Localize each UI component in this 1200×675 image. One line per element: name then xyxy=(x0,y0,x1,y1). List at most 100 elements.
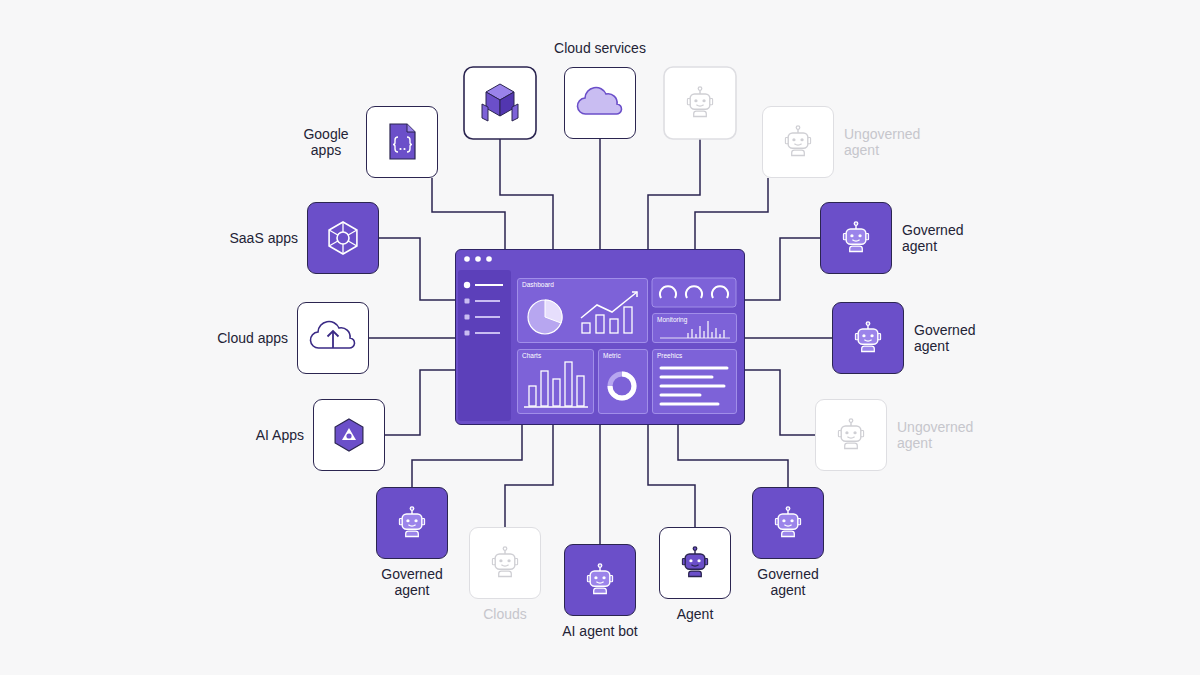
app-icons xyxy=(482,104,488,121)
node-label: Google apps xyxy=(295,126,357,158)
connector-line xyxy=(369,337,455,339)
panel-label: Dashboard xyxy=(522,281,554,289)
app-icons xyxy=(342,428,356,440)
connector-line xyxy=(745,238,820,300)
app-icons xyxy=(329,222,357,254)
dashboard-art xyxy=(486,256,492,262)
dashboard-art xyxy=(632,292,637,297)
dashboard-art xyxy=(581,292,637,318)
agent-icons xyxy=(399,87,880,594)
wire xyxy=(500,139,553,249)
app-icons xyxy=(310,84,621,451)
dashboard-art xyxy=(577,376,584,406)
dashboard-art xyxy=(464,256,470,262)
app-icons xyxy=(335,419,363,451)
app-icons xyxy=(337,232,349,244)
agent-box: Governed agent xyxy=(820,202,892,274)
dashboard-art xyxy=(475,316,500,318)
dashboard-art xyxy=(529,386,536,406)
app-icons xyxy=(342,222,343,232)
dashboard-art xyxy=(711,332,712,338)
node-label: AI agent bot xyxy=(562,623,638,639)
connector-line xyxy=(599,425,601,544)
agent-icons xyxy=(399,507,424,537)
app-icons xyxy=(342,244,343,254)
dashboard-art xyxy=(524,406,588,407)
node-label: AI Apps xyxy=(256,427,304,443)
app-icons xyxy=(512,104,518,121)
dashboard-art xyxy=(624,307,632,333)
edge-layer xyxy=(369,139,832,544)
connector-line xyxy=(678,425,788,487)
panel-label: Preehics xyxy=(657,352,682,360)
panel-label: Monitoring xyxy=(657,316,687,324)
dashboard-art xyxy=(715,328,716,338)
connector-line xyxy=(379,238,455,300)
node-label: Governed agent xyxy=(367,566,457,598)
dashboard-art xyxy=(464,282,470,288)
dashboard-art xyxy=(707,321,708,338)
app-icons xyxy=(348,241,357,246)
dashboard-art xyxy=(660,286,676,298)
service-box: Cloud services xyxy=(564,67,636,139)
app-icons xyxy=(329,230,338,235)
app-icons xyxy=(329,241,338,246)
dashboard-art xyxy=(661,394,700,397)
agent-box: Ungoverned agent xyxy=(762,106,834,178)
app-icons xyxy=(329,222,357,254)
agent-icons xyxy=(687,87,712,117)
app-icons xyxy=(390,124,415,159)
app-box: AI Apps xyxy=(313,399,385,471)
connector-line xyxy=(599,139,601,249)
icon-box xyxy=(664,67,736,139)
dashboard-art xyxy=(545,300,562,323)
app-box: Cloud apps xyxy=(297,302,369,374)
dashboard-art xyxy=(475,300,500,302)
agent-icons xyxy=(587,564,612,594)
panel-label: Charts xyxy=(522,352,541,360)
dashboard-art xyxy=(475,284,503,286)
app-icons xyxy=(348,230,357,235)
node-label: Ungoverned agent xyxy=(844,126,944,158)
app-icons xyxy=(486,92,500,116)
dashboard-art xyxy=(565,362,572,406)
dashboard-art xyxy=(661,403,718,406)
dashboard-art xyxy=(687,333,688,338)
dashboard-art xyxy=(465,331,470,336)
connector-line xyxy=(648,425,695,527)
app-box: Google apps xyxy=(366,106,438,178)
unlabeled-wires xyxy=(500,139,700,249)
dashboard-art xyxy=(712,286,728,298)
app-icons xyxy=(500,92,514,116)
node-label: Ungoverned agent xyxy=(897,419,997,451)
node-label: Governed agent xyxy=(902,222,982,254)
dashboard-art xyxy=(465,299,470,304)
dashboard-art xyxy=(661,376,712,379)
dashboard-art xyxy=(610,374,634,398)
dashboard-art xyxy=(475,256,481,262)
app-icons xyxy=(407,124,415,132)
connector-line xyxy=(432,178,505,249)
dashboard-art xyxy=(524,362,588,407)
dashboard-art xyxy=(582,323,590,333)
app-icons xyxy=(486,84,514,100)
app-icons xyxy=(346,433,351,438)
connector-line xyxy=(385,370,455,435)
app-icons xyxy=(403,148,405,150)
icon-box xyxy=(464,67,536,139)
node-label: SaaS apps xyxy=(230,230,299,246)
app-icons xyxy=(393,137,398,152)
agent-icons xyxy=(855,322,880,352)
app-icons xyxy=(399,148,401,150)
agent-box: Governed agent xyxy=(376,487,448,559)
dashboard-art xyxy=(553,379,560,406)
dashboard-art xyxy=(695,334,696,338)
node-label: Governed agent xyxy=(743,566,833,598)
metric-panel: Metric xyxy=(598,349,648,414)
connector-line xyxy=(505,425,553,527)
dashboard-art xyxy=(661,368,727,404)
dashboard-art xyxy=(610,374,634,398)
agent-icons xyxy=(843,222,868,252)
agent-icons xyxy=(775,507,800,537)
